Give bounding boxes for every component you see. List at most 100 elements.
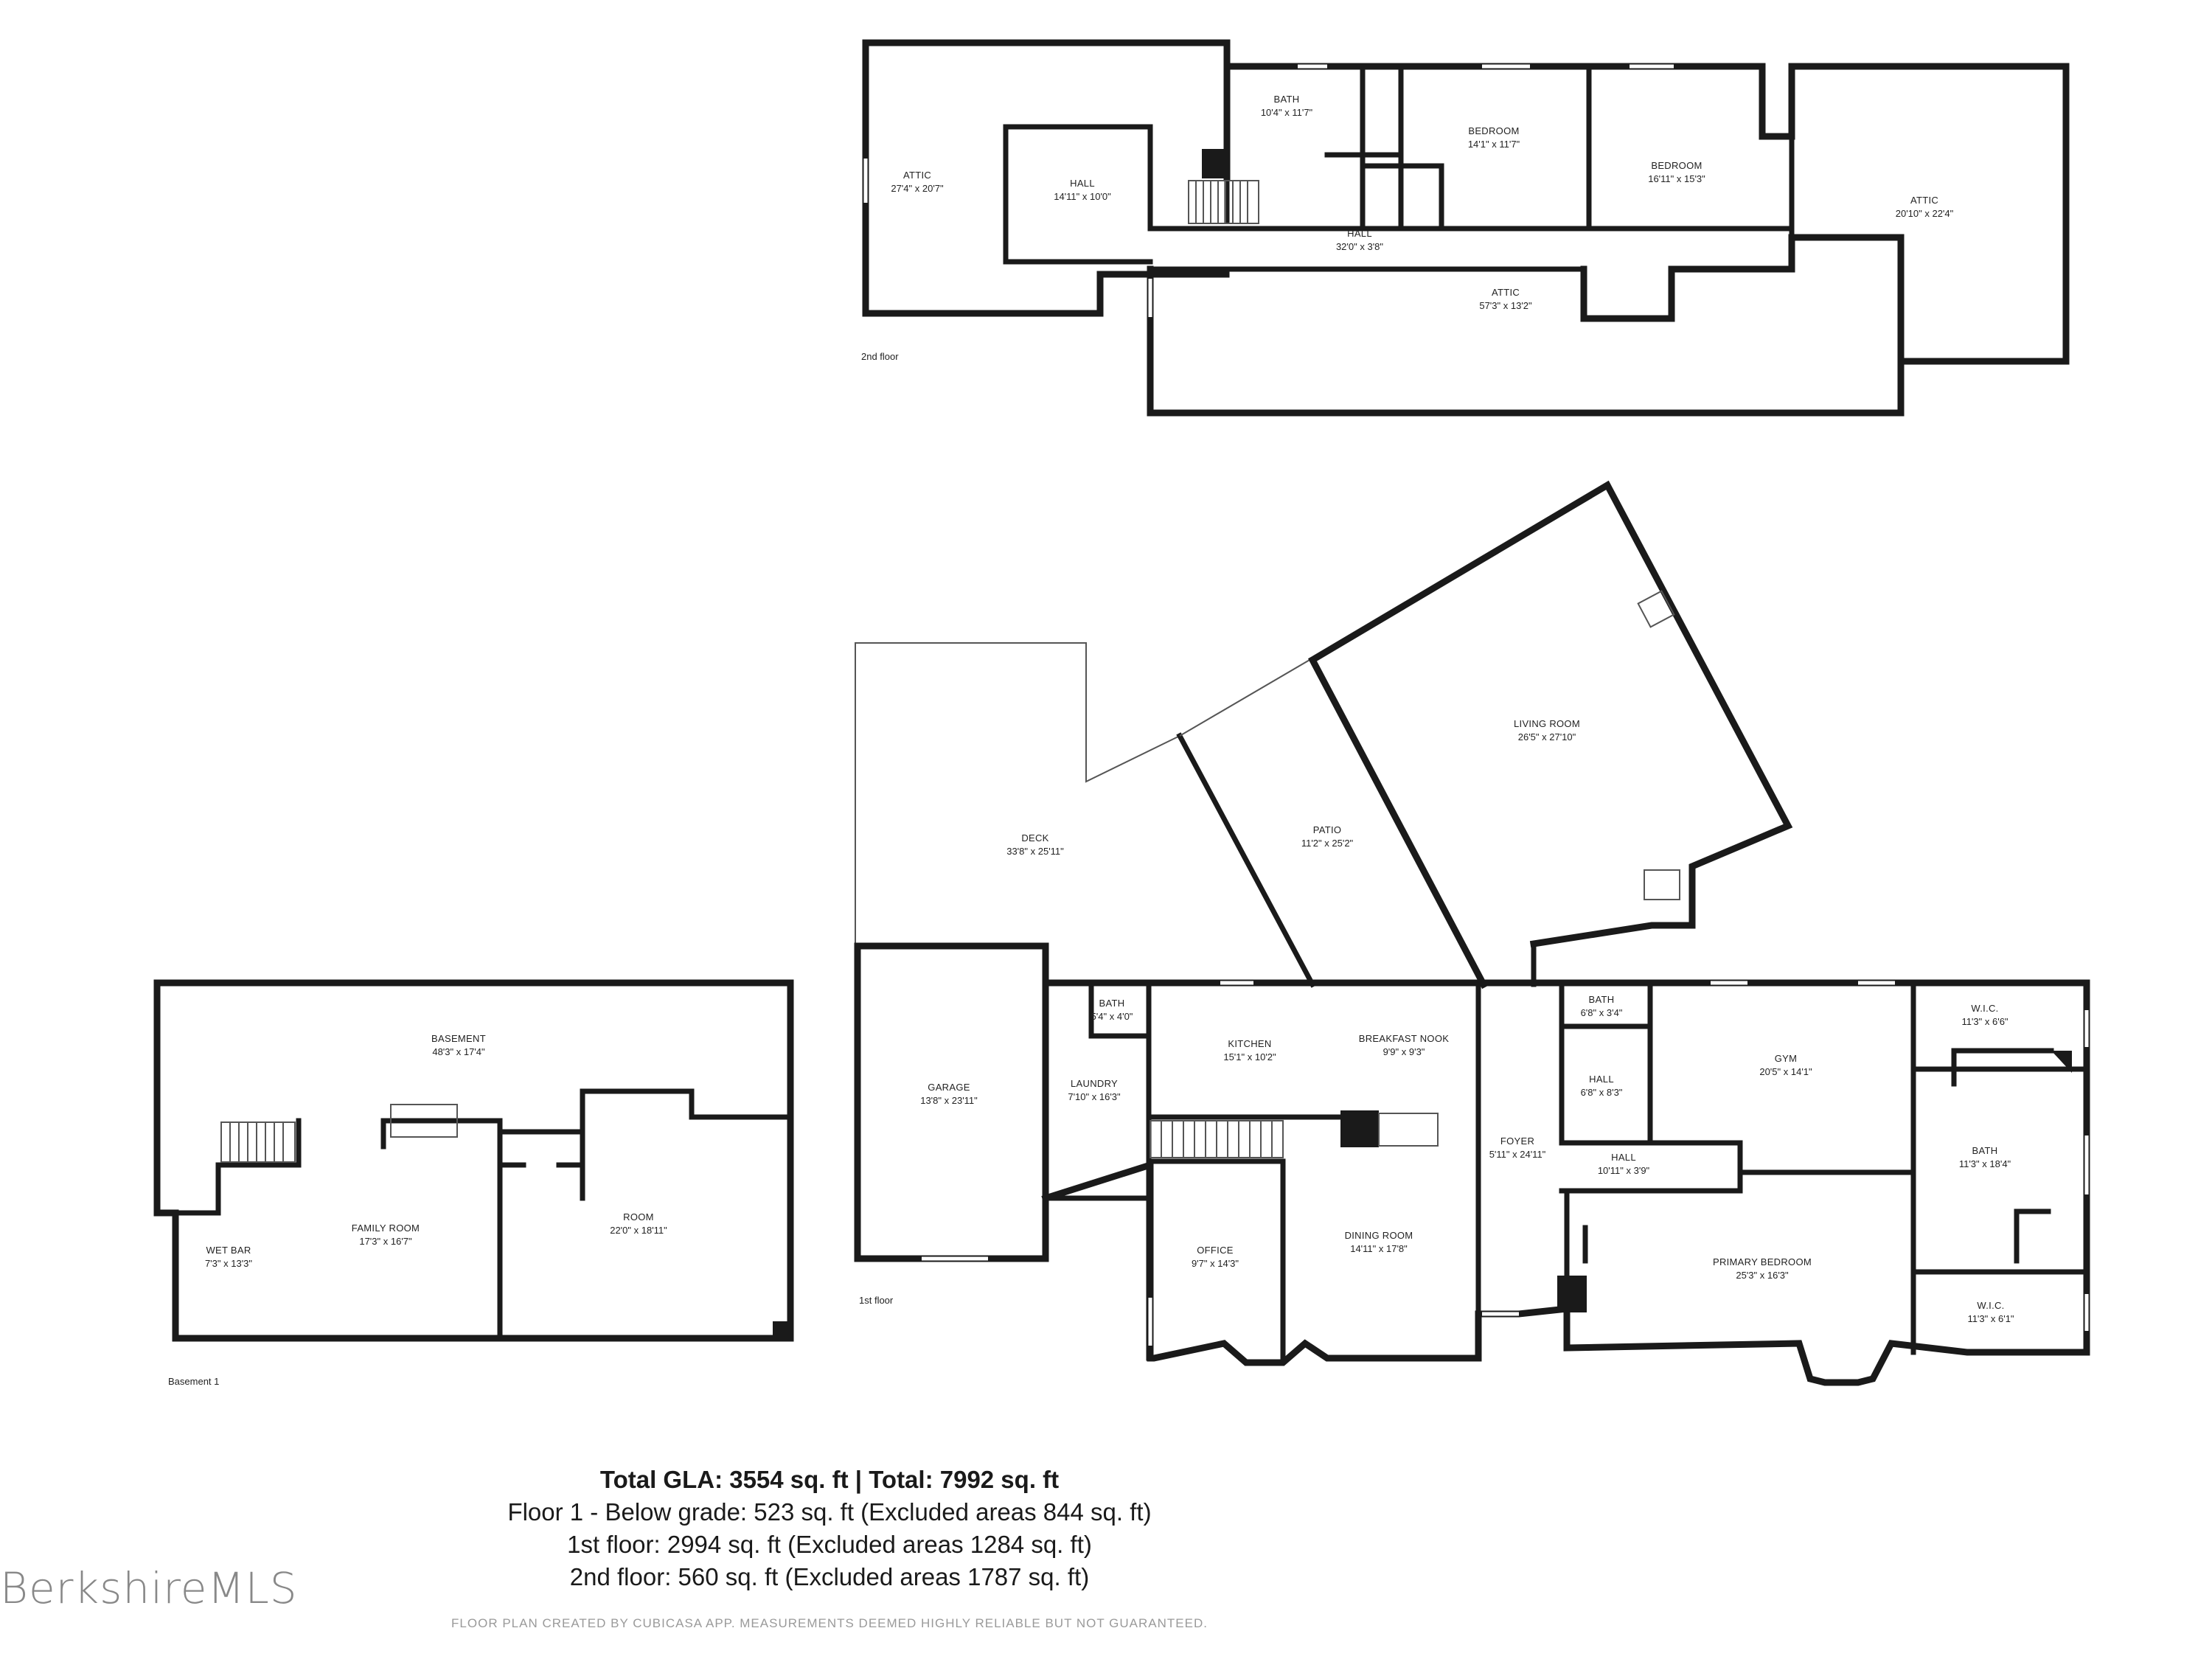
room-name: LIVING ROOM [1514,718,1580,729]
room-dim: 26'5" x 27'10" [1518,731,1576,742]
watermark-logo: BerkshireMLS [0,1563,298,1613]
summary-second-floor: 2nd floor: 560 sq. ft (Excluded areas 17… [569,1563,1090,1590]
room-dim: 11'3" x 6'6" [1961,1016,2008,1027]
room-dim: 17'3" x 16'7" [359,1236,412,1247]
room-name: DINING ROOM [1345,1230,1413,1241]
room-name: W.I.C. [1977,1300,2004,1311]
room-name: WET BAR [206,1245,251,1256]
room-dim: 14'11" x 10'0" [1054,191,1111,202]
room-name: BREAKFAST NOOK [1359,1033,1449,1044]
windows-2nd [863,64,1674,317]
fireplace-living-top [1637,590,1675,628]
first-floor-plan: 1st floor DECK 33'8" x 25'11" PATIO 11'2… [854,480,2090,1386]
room-name: W.I.C. [1971,1003,1998,1014]
room-name: HALL [1070,178,1095,189]
room-dim: 7'3" x 13'3" [205,1258,252,1269]
room-dim: 11'2" x 25'2" [1301,838,1354,849]
room-name: FAMILY ROOM [352,1222,420,1234]
solid-column [1557,1276,1587,1312]
patio-wall-left [1176,732,1316,988]
room-name: HALL [1589,1074,1614,1085]
room-dim: 15'1" x 10'2" [1223,1051,1276,1062]
room-name: LAUNDRY [1071,1078,1118,1089]
living-room-walls [1308,480,1793,990]
room-dim: 6'8" x 8'3" [1581,1087,1623,1098]
room-dim: 20'5" x 14'1" [1759,1066,1812,1077]
area-summary: Total GLA: 3554 sq. ft | Total: 7992 sq.… [0,1464,1659,1593]
attic-long-walls [1147,234,1905,417]
room-dim: 10'4" x 11'7" [1261,107,1313,118]
total-gla: Total GLA: 3554 sq. ft | Total: 7992 sq.… [599,1466,1060,1493]
room-dim: 27'4" x 20'7" [891,183,944,194]
room-dim: 11'3" x 6'1" [1967,1313,2014,1324]
room-name: BEDROOM [1651,160,1702,171]
stair-treads-1st [1161,1121,1273,1158]
stair-treads-2nd [1195,181,1248,223]
room-name: BASEMENT [431,1033,486,1044]
room-name: BATH [1099,998,1125,1009]
deck-outline [855,642,1180,945]
room-name: ATTIC [1492,287,1520,298]
stairs-2nd [1188,180,1259,224]
fireplace-dining [1378,1113,1439,1147]
room-dim: 14'11" x 17'8" [1350,1243,1408,1254]
room-name: ROOM [623,1211,654,1222]
room-dim: 5'4" x 4'0" [1091,1011,1133,1022]
room-dim: 20'10" x 22'4" [1896,208,1954,219]
first-floor-label: 1st floor [859,1295,894,1306]
room-name: OFFICE [1197,1245,1233,1256]
room-dim: 6'8" x 3'4" [1581,1007,1623,1018]
main-outline-west [1041,979,2090,1386]
fireplace-living-bottom [1644,869,1680,900]
second-floor-plan: 2nd floor ATTIC 27'4" x 20'7" HALL 14'11… [861,39,2070,417]
room-dim: 16'11" x 15'3" [1648,173,1705,184]
room-name: ATTIC [903,170,931,181]
room-name: BATH [1589,994,1615,1005]
room-dim: 7'10" x 16'3" [1068,1091,1121,1102]
room-dim: 57'3" x 13'2" [1479,300,1532,311]
disclaimer: FLOOR PLAN CREATED BY CUBICASA APP. MEAS… [451,1616,1208,1630]
room-name: BATH [1274,94,1300,105]
chimney-1st [1340,1110,1379,1147]
first-floor-partitions [1043,980,2090,1361]
room-dim: 9'7" x 14'3" [1192,1258,1239,1269]
room-name: HALL [1611,1152,1636,1163]
room-name: BEDROOM [1468,125,1519,136]
basement-plan: Basement 1 BASEMENT 48'3" x 17'4" FAMILY… [153,979,794,1387]
room-dim: 14'1" x 11'7" [1468,139,1520,150]
basement-label: Basement 1 [168,1376,219,1387]
basement-corner-solid [773,1321,790,1338]
room-dim: 48'3" x 17'4" [432,1046,485,1057]
room-dim: 25'3" x 16'3" [1736,1270,1789,1281]
room-dim: 5'11" x 24'11" [1489,1149,1546,1160]
room-name: GARAGE [928,1082,970,1093]
summary-first-floor: 1st floor: 2994 sq. ft (Excluded areas 1… [567,1531,1092,1558]
room-name: GYM [1775,1053,1798,1064]
room-name: KITCHEN [1228,1038,1271,1049]
room-dim: 10'11" x 3'9" [1598,1165,1650,1176]
room-name: HALL [1347,228,1372,239]
room-name: BATH [1972,1145,1998,1156]
basement-partitions [173,1088,793,1341]
room-name: PATIO [1313,824,1342,835]
second-floor-label: 2nd floor [861,351,899,362]
wic-corner [2051,1051,2072,1073]
room-dim: 22'0" x 18'11" [610,1225,667,1236]
room-name: FOYER [1500,1135,1534,1147]
hall-a-walls [1003,124,1153,265]
chimney-2nd [1202,149,1227,178]
room-dim: 9'9" x 9'3" [1383,1046,1425,1057]
attic-left-walls [862,39,1231,317]
room-name: DECK [1021,832,1048,844]
room-dim: 33'8" x 25'11" [1006,846,1064,857]
room-name: ATTIC [1910,195,1938,206]
fireplace-basement [390,1104,458,1138]
basement-outer-walls [153,979,794,1342]
room-name: PRIMARY BEDROOM [1713,1256,1812,1267]
room-dim: 11'3" x 18'4" [1959,1158,2011,1169]
room-dim: 13'8" x 23'11" [920,1095,978,1106]
summary-below-grade: Floor 1 - Below grade: 523 sq. ft (Exclu… [507,1498,1152,1526]
stair-treads-basement [229,1122,284,1162]
room-dim: 32'0" x 3'8" [1336,241,1383,252]
